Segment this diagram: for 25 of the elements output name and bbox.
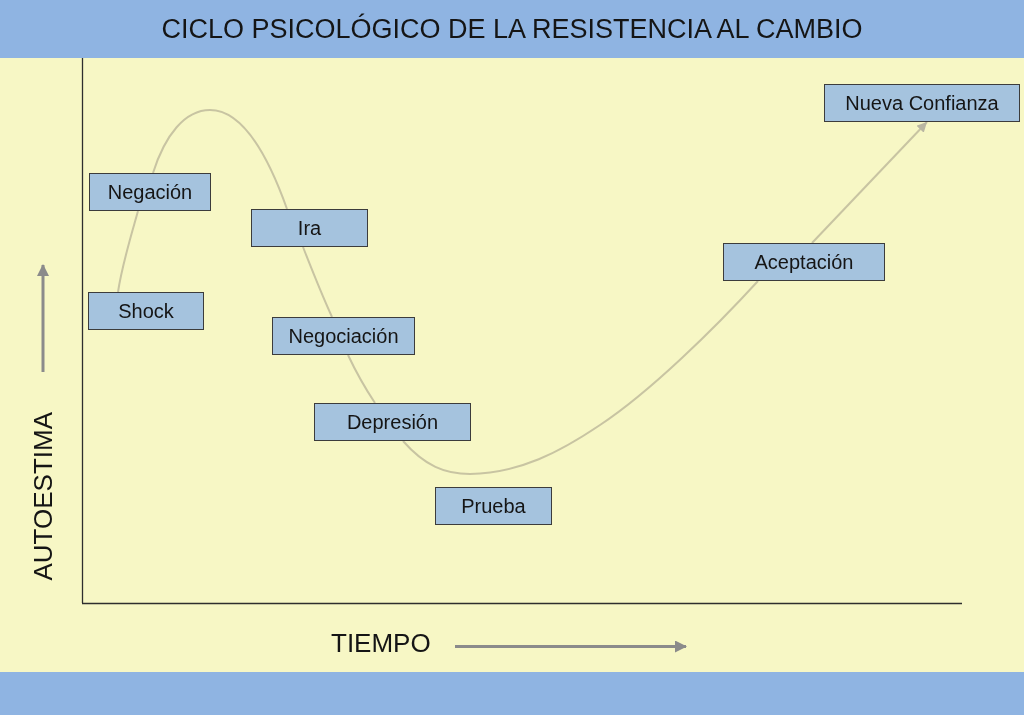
stage-label: Depresión: [346, 410, 439, 434]
stage-label: Nueva Confianza: [845, 91, 999, 115]
curve-line: [402, 280, 759, 475]
stage-box: [89, 173, 211, 211]
curve-line: [347, 354, 376, 404]
stage-box: [435, 487, 552, 525]
stage-box: [723, 243, 885, 281]
title: CICLO PSICOLÓGICO DE LA RESISTENCIA AL CAMBIO: [161, 13, 863, 45]
stage-label: Aceptación: [754, 250, 854, 274]
stage-box: [251, 209, 368, 247]
axis-title: TIEMPO: [331, 628, 431, 658]
arrow: [811, 121, 928, 244]
stage-box: [88, 292, 204, 330]
curve-line: [302, 246, 333, 318]
stage-label: Prueba: [461, 494, 526, 518]
curve-line: [117, 210, 139, 293]
axis-title: AUTOESTIMA: [28, 412, 58, 581]
stage-box: [824, 84, 1020, 122]
stage-label: Negación: [107, 180, 193, 204]
stage-box: [314, 403, 471, 441]
stage-label: Shock: [118, 299, 174, 323]
stage-label: Negociación: [288, 324, 399, 348]
curve-line: [152, 109, 288, 210]
stage-box: [272, 317, 415, 355]
stage-label: Ira: [297, 216, 322, 240]
